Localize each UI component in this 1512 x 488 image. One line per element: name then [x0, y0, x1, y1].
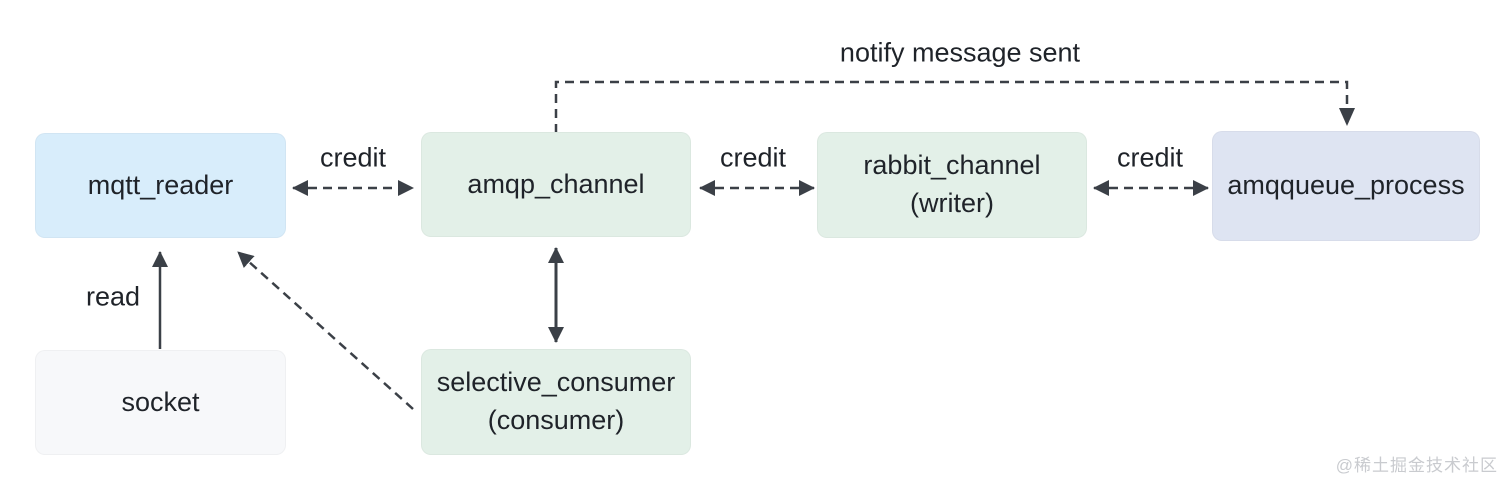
node-amqqueue-process-label: amqqueue_process — [1227, 170, 1465, 201]
node-selective-consumer-sublabel: (consumer) — [487, 405, 625, 435]
node-selective-consumer-label: selective_consumer — [436, 367, 676, 398]
node-mqtt-reader: mqtt_reader — [35, 133, 286, 238]
node-socket: socket — [35, 350, 286, 455]
edge-label-credit-mqtt-amqp: credit — [319, 142, 387, 173]
watermark: @稀土掘金技术社区 — [1335, 456, 1498, 475]
node-rabbit-channel-label: rabbit_channel — [863, 150, 1041, 181]
edge-label-credit-rabbit-amqqueue: credit — [1116, 142, 1184, 173]
edge-label-read: read — [85, 281, 141, 312]
node-amqqueue-process: amqqueue_process — [1212, 131, 1480, 241]
edge-label-credit-amqp-rabbit: credit — [719, 142, 787, 173]
node-selective-consumer: selective_consumer (consumer) — [421, 349, 691, 455]
node-amqp-channel-label: amqp_channel — [467, 168, 645, 199]
node-rabbit-channel-sublabel: (writer) — [910, 188, 994, 218]
edge-notify-arrowhead — [1339, 108, 1355, 126]
edge-label-notify-message-sent: notify message sent — [839, 37, 1081, 68]
node-mqtt-reader-label: mqtt_reader — [87, 169, 234, 200]
edge-notify-message-sent — [554, 80, 1349, 133]
node-rabbit-channel: rabbit_channel (writer) — [817, 132, 1087, 238]
node-socket-label: socket — [121, 386, 200, 417]
node-amqp-channel: amqp_channel — [421, 132, 691, 237]
